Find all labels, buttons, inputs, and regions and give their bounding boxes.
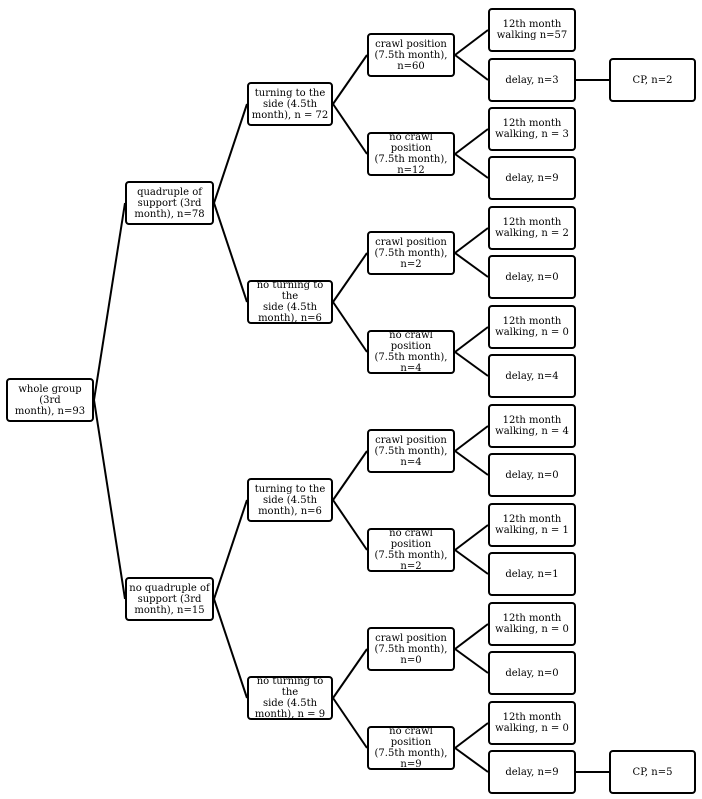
connector-c5-w5 — [454, 425, 489, 452]
connector-c6-d6 — [454, 549, 489, 575]
node-t3: turning to the side (4.5th month), n=6 — [247, 478, 333, 522]
connector-c1-d1 — [454, 54, 489, 81]
connector-t3-c6 — [332, 499, 368, 551]
connector-c4-d4 — [454, 351, 489, 377]
node-w4: 12th month walking, n = 0 — [488, 305, 576, 349]
connector-q1-t2 — [213, 202, 248, 303]
node-d1: delay, n=3 — [488, 58, 576, 102]
node-c5: crawl position (7.5th month), n=4 — [367, 429, 455, 473]
node-w8: 12th month walking, n = 0 — [488, 701, 576, 745]
connector-t4-c7 — [332, 648, 368, 699]
node-cp2: CP, n=5 — [609, 750, 696, 794]
node-w1: 12th month walking n=57 — [488, 8, 576, 52]
connector-c4-w4 — [454, 326, 489, 353]
node-w3: 12th month walking, n = 2 — [488, 206, 576, 250]
connector-t1-c1 — [332, 54, 368, 105]
node-c4: no crawl position (7.5th month), n=4 — [367, 330, 455, 374]
node-w2: 12th month walking, n = 3 — [488, 107, 576, 151]
node-t2: no turning to the side (4.5th month), n=… — [247, 280, 333, 324]
connector-c1-w1 — [454, 29, 489, 56]
connector-c3-d3 — [454, 252, 489, 278]
connector-c8-w8 — [454, 722, 489, 749]
connector-c6-w6 — [454, 524, 489, 551]
node-c8: no crawl position (7.5th month), n=9 — [367, 726, 455, 770]
node-w7: 12th month walking, n = 0 — [488, 602, 576, 646]
node-c7: crawl position (7.5th month), n=0 — [367, 627, 455, 671]
node-d8: delay, n=9 — [488, 750, 576, 794]
connector-q2-t3 — [213, 499, 248, 600]
connector-q1-t1 — [213, 103, 248, 204]
connector-c7-w7 — [454, 623, 489, 650]
connector-c5-d5 — [454, 450, 489, 476]
connector-root-q1 — [93, 202, 126, 401]
connector-q2-t4 — [213, 598, 248, 699]
node-w5: 12th month walking, n = 4 — [488, 404, 576, 448]
connector-t2-c4 — [332, 301, 368, 353]
node-t4: no turning to the side (4.5th month), n … — [247, 676, 333, 720]
connector-c8-d8 — [454, 747, 489, 773]
node-d5: delay, n=0 — [488, 453, 576, 497]
node-c3: crawl position (7.5th month), n=2 — [367, 231, 455, 275]
node-w6: 12th month walking, n = 1 — [488, 503, 576, 547]
node-cp1: CP, n=2 — [609, 58, 696, 102]
node-d2: delay, n=9 — [488, 156, 576, 200]
connector-t3-c5 — [332, 450, 368, 501]
connector-c2-d2 — [454, 153, 489, 179]
connector-c7-d7 — [454, 648, 489, 674]
node-t1: turning to the side (4.5th month), n = 7… — [247, 82, 333, 126]
connector-t2-c3 — [332, 252, 368, 303]
node-d3: delay, n=0 — [488, 255, 576, 299]
connector-c2-w2 — [454, 128, 489, 155]
connector-c3-w3 — [454, 227, 489, 254]
node-q2: no quadruple of support (3rd month), n=1… — [125, 577, 214, 621]
node-c1: crawl position (7.5th month), n=60 — [367, 33, 455, 77]
connector-t1-c2 — [332, 103, 368, 155]
node-c6: no crawl position (7.5th month), n=2 — [367, 528, 455, 572]
connector-root-q2 — [93, 399, 126, 600]
node-d6: delay, n=1 — [488, 552, 576, 596]
node-d7: delay, n=0 — [488, 651, 576, 695]
node-q1: quadruple of support (3rd month), n=78 — [125, 181, 214, 225]
connector-t4-c8 — [332, 697, 368, 749]
node-d4: delay, n=4 — [488, 354, 576, 398]
node-root: whole group (3rd month), n=93 — [6, 378, 94, 422]
node-c2: no crawl position (7.5th month), n=12 — [367, 132, 455, 176]
